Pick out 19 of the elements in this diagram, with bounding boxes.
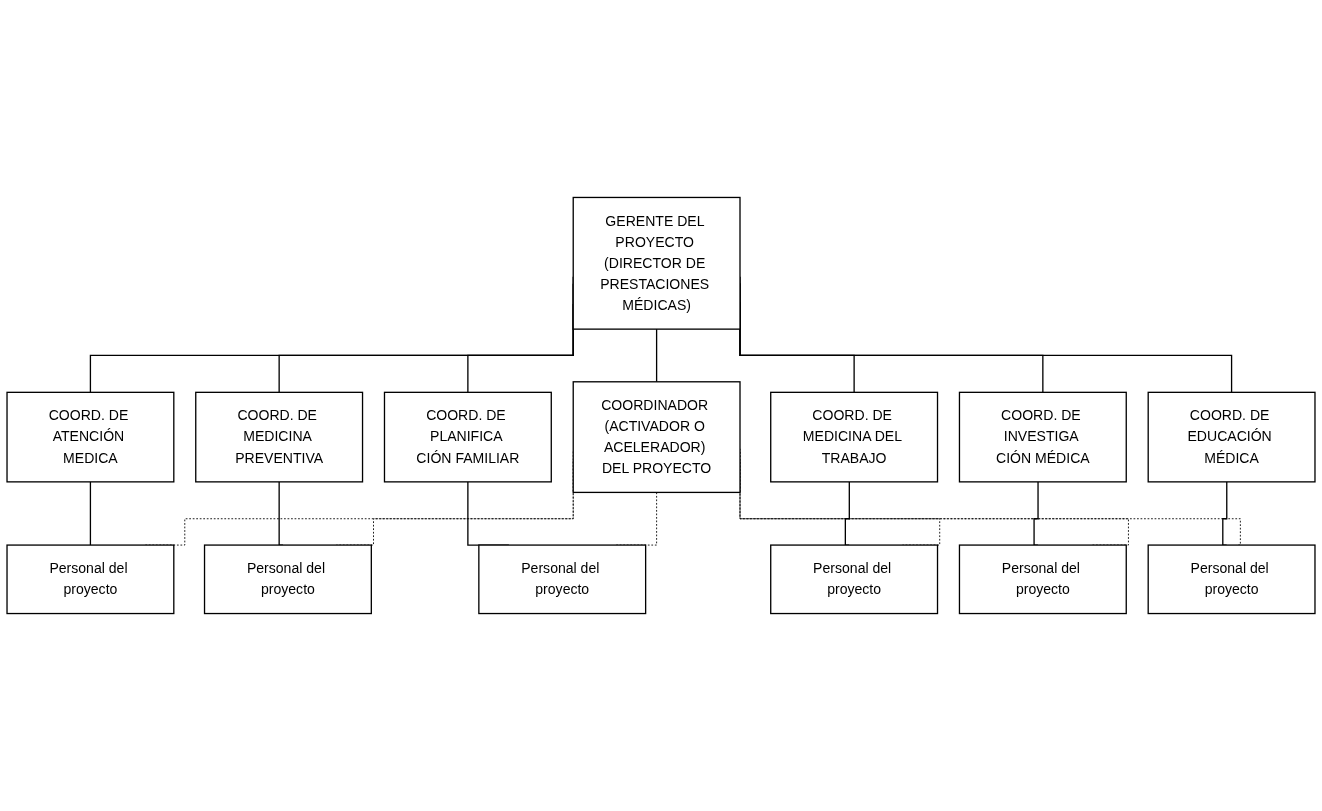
connector [655,328,658,383]
node-box: Personal del proyecto [6,544,175,615]
connector [844,481,850,546]
node-box: COORD. DE MEDICINA DEL TRABAJO [770,391,939,483]
node-box: GERENTE DEL PROYECTO (DIRECTOR DE PRESTACIONES MÉDICAS) [572,196,741,330]
node-box: Personal del proyecto [958,544,1127,615]
node-box: COORDINADOR (ACTIVADOR O ACELERADOR) DEL PROYECTO [572,381,741,494]
node-box: COORD. DE MEDICINA PREVENTIVA [195,391,364,483]
node-box: COORD. DE EDUCACIÓN MÉDICA [1147,391,1316,483]
connector [1033,481,1039,546]
node-box: Personal del proyecto [203,544,372,615]
node-box: COORD. DE PLANIFICA CIÓN FAMILIAR [383,391,552,483]
node-box: Personal del proyecto [478,544,647,615]
connector [1222,481,1228,546]
node-box: Personal del proyecto [770,544,939,615]
node-box: Personal del proyecto [1147,544,1316,615]
node-box: COORD. DE INVESTIGA CIÓN MÉDICA [958,391,1127,483]
node-box: COORD. DE ATENCIÓN MEDICA [6,391,175,483]
connector [89,481,92,546]
